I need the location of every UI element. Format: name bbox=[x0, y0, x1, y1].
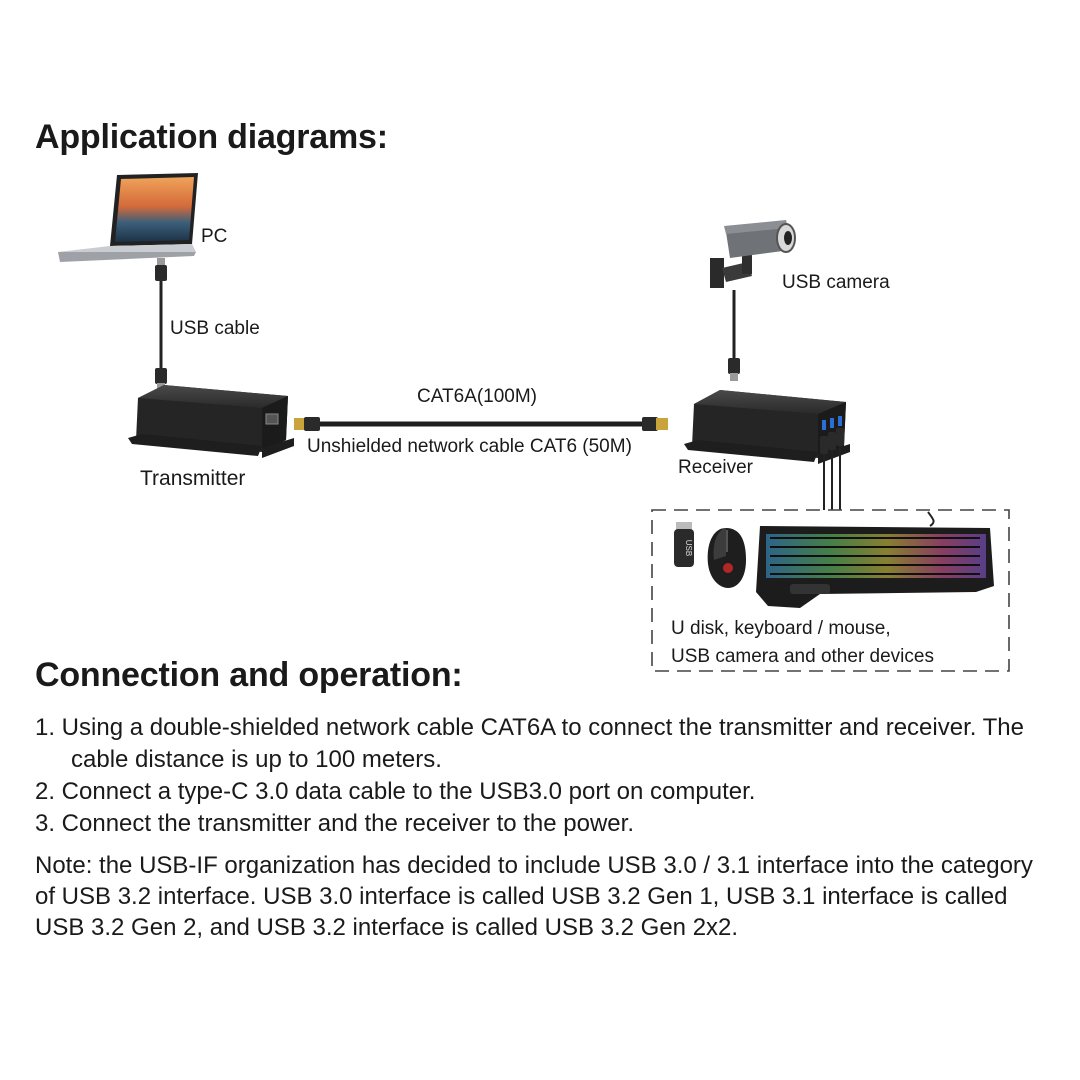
application-diagrams-heading: Application diagrams: bbox=[35, 118, 388, 156]
application-diagram: USB bbox=[58, 173, 1010, 672]
usb-stick-icon: USB bbox=[674, 522, 694, 567]
list-item: 3. Connect the transmitter and the recei… bbox=[35, 810, 634, 837]
connection-operation-heading: Connection and operation: bbox=[35, 656, 463, 694]
note-paragraph: Note: the USB-IF organization has decide… bbox=[35, 852, 1033, 941]
usb-stick-label: USB bbox=[684, 540, 693, 556]
usb-connector-icon bbox=[820, 428, 844, 454]
usb-cable-label: USB cable bbox=[170, 318, 260, 339]
cable-top-label: CAT6A(100M) bbox=[417, 386, 538, 407]
cable-bottom-label: Unshielded network cable CAT6 (50M) bbox=[307, 436, 632, 457]
list-item: 1. Using a double-shielded network cable… bbox=[35, 714, 1024, 773]
usb-camera-label: USB camera bbox=[782, 272, 890, 293]
usb-camera-icon bbox=[710, 220, 796, 288]
list-item: 2. Connect a type-C 3.0 data cable to th… bbox=[35, 778, 756, 805]
devices-dashed-box bbox=[651, 509, 1010, 672]
steps-list: 1. Using a double-shielded network cable… bbox=[35, 712, 1045, 840]
keyboard-icon bbox=[756, 511, 994, 608]
pc-label: PC bbox=[201, 226, 228, 247]
usb-connector-icon bbox=[728, 358, 740, 381]
usb-connector-icon bbox=[155, 258, 167, 281]
transmitter-label: Transmitter bbox=[140, 467, 246, 490]
laptop-icon bbox=[58, 173, 198, 262]
transmitter-box-icon bbox=[128, 385, 294, 458]
devices-label-line1: U disk, keyboard / mouse, bbox=[671, 618, 891, 639]
rj45-connector-icon bbox=[294, 417, 320, 431]
devices-label-line2: USB camera and other devices bbox=[671, 646, 934, 667]
rj45-connector-icon bbox=[642, 417, 668, 431]
receiver-label: Receiver bbox=[678, 457, 753, 478]
mouse-icon bbox=[707, 528, 746, 588]
